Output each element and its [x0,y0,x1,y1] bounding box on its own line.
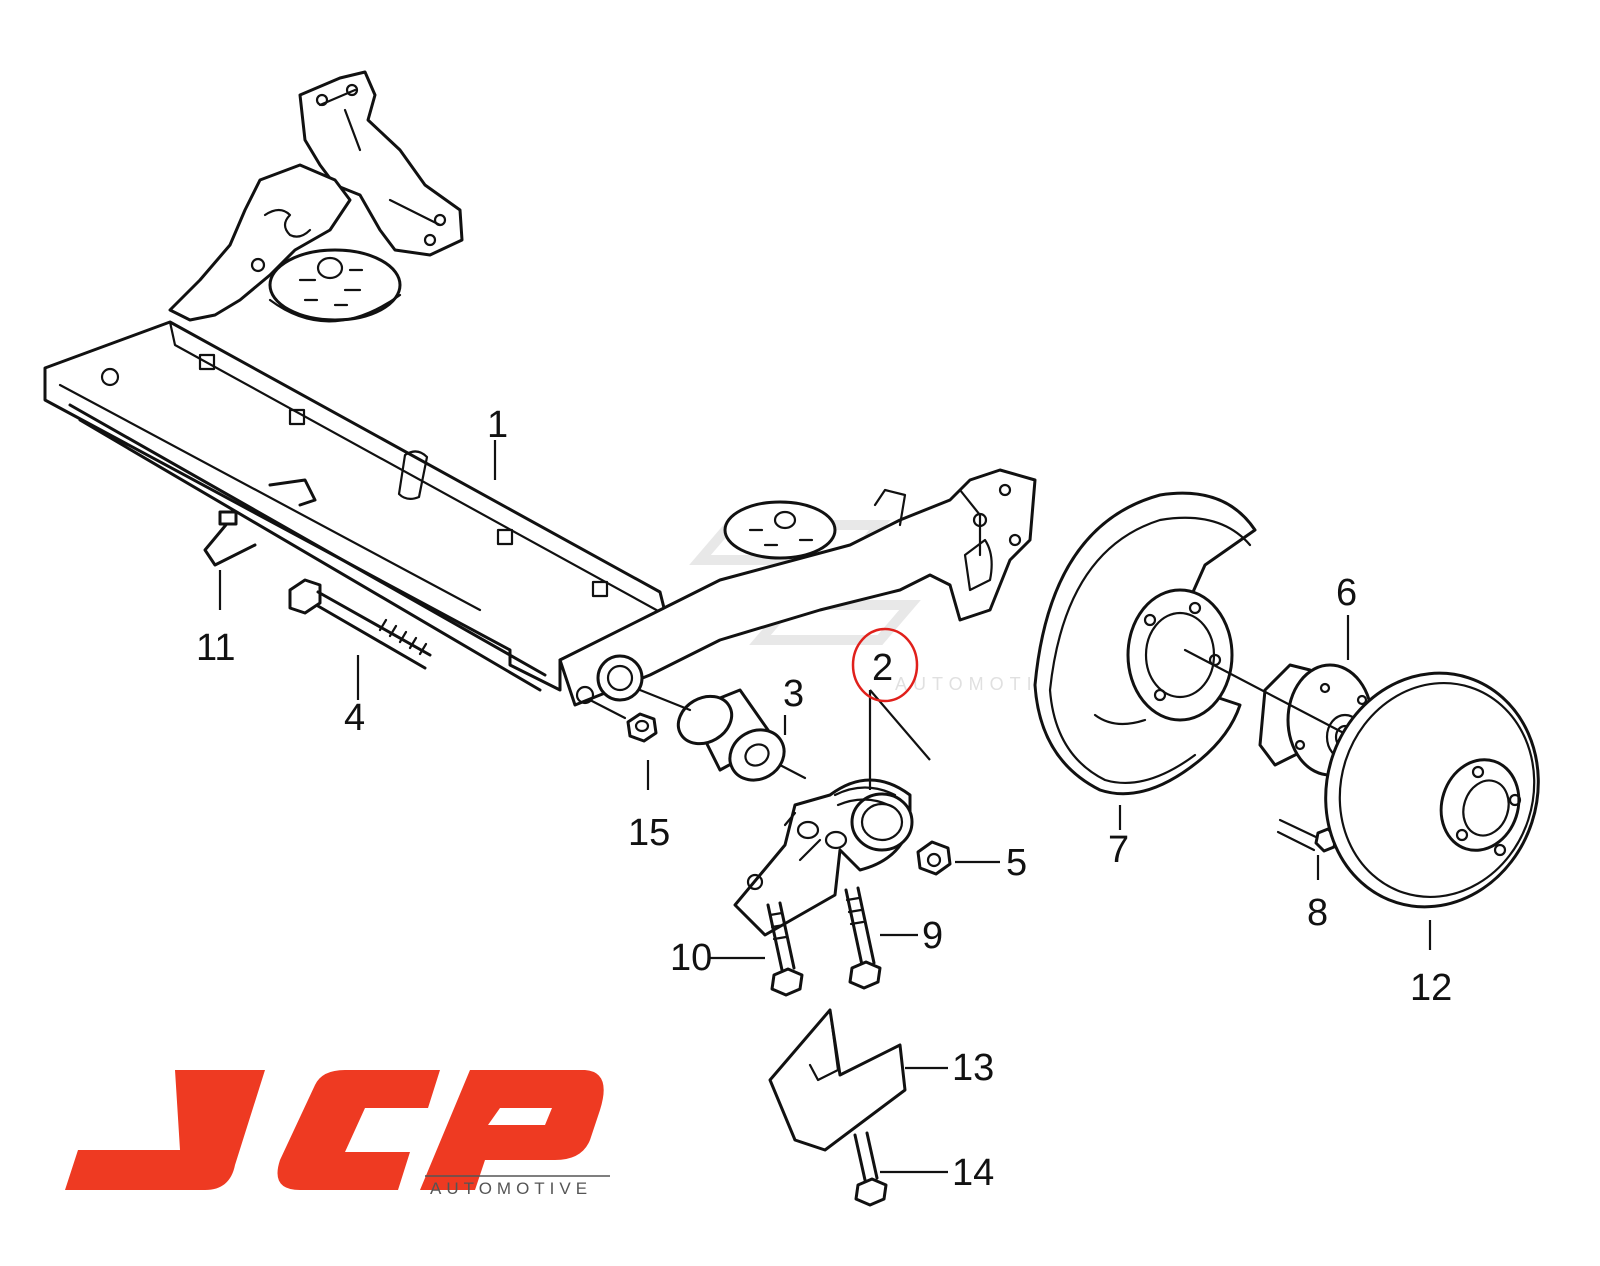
part-5-nut [916,840,952,876]
callout-7: 7 [1108,829,1129,871]
callout-10: 10 [670,937,712,979]
callout-9: 9 [922,915,943,957]
callout-4: 4 [344,697,365,739]
part-10-bolt [766,901,804,997]
watermark-text: AUTOMOTIVE [895,674,1074,694]
part-4-bolt [288,578,432,670]
part-13-shield [768,1008,907,1152]
callout-1: 1 [487,404,508,446]
callout-labels: 1 2 3 4 5 6 7 8 9 10 11 12 13 14 15 [196,404,1452,1194]
part-9-bolt [844,886,882,990]
callout-5: 5 [1006,842,1027,884]
callout-14: 14 [952,1152,994,1194]
logo-tagline: AUTOMOTIVE [430,1179,592,1198]
callout-15: 15 [628,812,670,854]
part-2-mounting-bracket [733,778,914,937]
callout-11: 11 [196,627,235,669]
callout-8: 8 [1307,892,1328,934]
callout-2: 2 [872,647,893,689]
callout-12: 12 [1410,967,1452,1009]
part-14-bolt [853,1131,888,1207]
jcp-logo: AUTOMOTIVE [65,1070,610,1198]
callout-13: 13 [952,1047,994,1089]
part-1-rear-axle-beam [43,70,1037,707]
part-7-backing-plate [1033,491,1257,796]
part-11-bracket [203,478,317,567]
part-3-bushing [638,688,807,782]
callout-3: 3 [783,673,804,715]
part-15-nut [588,698,658,743]
highlight-circle [851,627,919,703]
part-12-brake-disc [1324,671,1540,909]
callout-6: 6 [1336,572,1357,614]
